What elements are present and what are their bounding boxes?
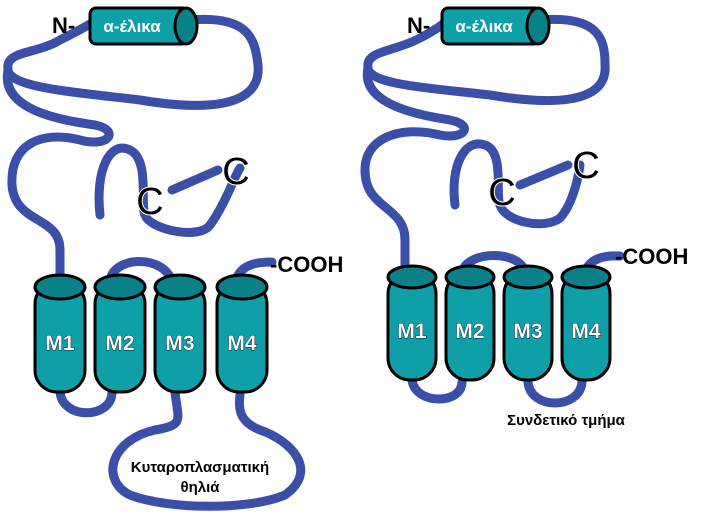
- right-disulfide-bond: [515, 160, 573, 190]
- right-tm-m1: M1: [386, 264, 438, 382]
- right-linker-label: Συνδετικό τμήμα: [507, 412, 626, 429]
- left-tm-m2: M2: [93, 273, 147, 394]
- left-chain-extracellular-loop: [2, 65, 245, 285]
- right-tm-m3: M3: [502, 264, 554, 382]
- right-chain-lower-link-12: [407, 375, 467, 404]
- right-tm-m1-label: M1: [397, 320, 426, 343]
- left-cys-b: C: [222, 151, 249, 193]
- left-tm-m2-top: [93, 273, 147, 301]
- left-tm-m1-top: [33, 273, 87, 301]
- right-tm-m3-top: [502, 264, 554, 290]
- right-tm-m1-top: [386, 264, 438, 290]
- left-tm-m4-label: M4: [227, 332, 256, 355]
- left-panel: α-έλικα N- C C M1 M2 M3 M4 -COOH Κυταροπ…: [2, 6, 343, 511]
- right-n-terminus: N-: [407, 13, 430, 38]
- right-panel: α-έλικα N- C C M1 M2 M3 M4 -COOH Συνδετι…: [360, 6, 688, 429]
- right-tm-m3-label: M3: [513, 320, 542, 343]
- left-tm-m4-top: [215, 273, 269, 301]
- right-cys-b: C: [572, 145, 599, 187]
- left-cys-a: C: [136, 181, 163, 223]
- right-tm-m2: M2: [444, 264, 496, 382]
- right-tm-m4: M4: [560, 264, 612, 382]
- right-tm-m2-label: M2: [455, 320, 484, 343]
- left-tm-m4: M4: [215, 273, 269, 394]
- left-tm-m1-label: M1: [45, 332, 74, 355]
- left-tm-m3-top: [153, 273, 207, 301]
- left-tm-m2-label: M2: [105, 332, 134, 355]
- left-tm-m3-label: M3: [165, 332, 194, 355]
- left-tm-m3: M3: [153, 273, 207, 394]
- right-tm-m2-top: [444, 264, 496, 290]
- left-chain-upper-links: [105, 257, 177, 287]
- right-c-terminus: -COOH: [615, 244, 688, 269]
- left-alpha-helix-label: α-έλικα: [103, 17, 161, 36]
- right-cys-a: C: [488, 172, 515, 214]
- left-disulfide-bond: [167, 165, 223, 195]
- right-alpha-helix-label: α-έλικα: [455, 17, 513, 36]
- right-chain-ntail: [363, 14, 610, 106]
- left-loop-label-line2: θηλιά: [180, 479, 220, 496]
- right-tm-m4-label: M4: [571, 320, 600, 343]
- right-alpha-helix: α-έλικα: [440, 6, 551, 46]
- right-tm-m4-top: [560, 264, 612, 290]
- right-chain-extracellular-loop: [360, 63, 585, 277]
- left-chain-lower-link-12: [55, 385, 117, 418]
- left-tm-m1: M1: [33, 273, 87, 394]
- left-alpha-helix-cap: [173, 6, 199, 46]
- left-c-terminus: -COOH: [270, 252, 343, 277]
- left-chain-cytoplasmic-loop: [108, 387, 306, 511]
- left-n-terminus: N-: [52, 13, 75, 38]
- left-loop-label-line1: Κυταροπλασματική: [131, 459, 269, 476]
- right-alpha-helix-cap: [525, 6, 551, 46]
- right-chain-linker: [523, 377, 587, 408]
- left-alpha-helix: α-έλικα: [88, 6, 199, 46]
- left-chain-ntail: [3, 14, 263, 110]
